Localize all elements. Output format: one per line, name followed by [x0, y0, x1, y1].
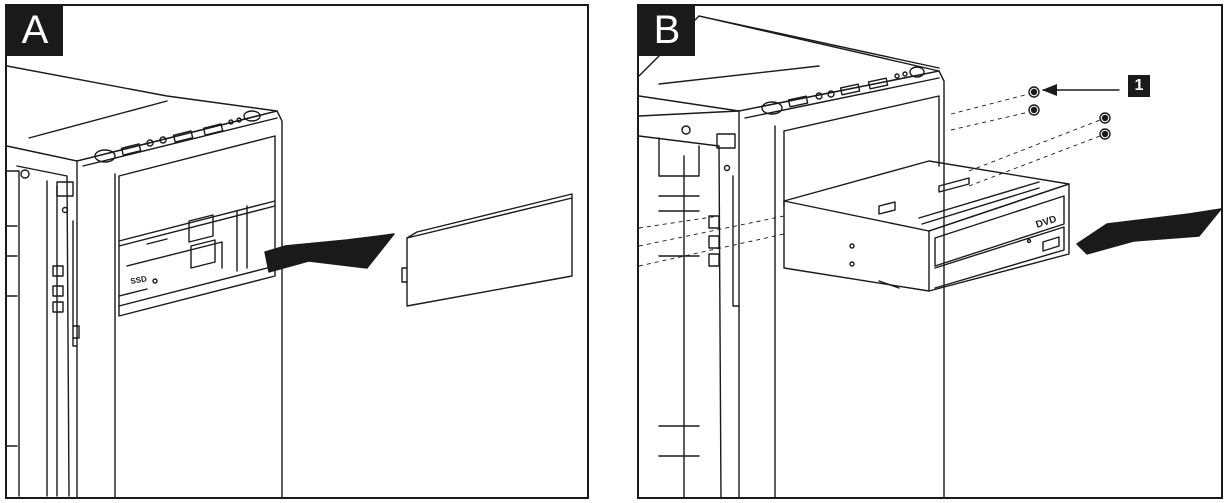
bay-cover-plate: [406, 197, 573, 307]
panel-b-illustration: DVD: [639, 15, 1221, 497]
screw-hole: [20, 169, 30, 179]
screw-hole: [681, 125, 691, 135]
screw-guide-lines: [639, 93, 1101, 267]
callout-1: 1: [1128, 75, 1150, 97]
panel-a-illustration: SSD: [7, 65, 573, 497]
front-panel-face: [76, 110, 283, 497]
panel-a: SSD A: [5, 4, 589, 499]
optical-drive-side: [783, 200, 930, 292]
optical-drive-front: [928, 183, 1070, 292]
insertion-arrow: [1076, 208, 1221, 255]
panel-b-label: B: [639, 6, 695, 56]
case-top-surface: [7, 65, 278, 162]
mounting-screws: [1028, 86, 1111, 140]
removal-arrow: [264, 233, 395, 273]
power-button: [94, 149, 116, 163]
optical-drive-top: [783, 160, 1070, 232]
case-inner-frame: [639, 135, 722, 497]
power-button: [761, 101, 783, 115]
panel-b: DVD B 1: [637, 4, 1223, 499]
ssd-bay-label: SSD: [130, 274, 148, 286]
case-inner-frame: [16, 165, 70, 497]
panel-a-label: A: [7, 6, 63, 56]
dvd-logo: DVD: [1035, 214, 1058, 231]
front-panel-face: [738, 70, 945, 497]
